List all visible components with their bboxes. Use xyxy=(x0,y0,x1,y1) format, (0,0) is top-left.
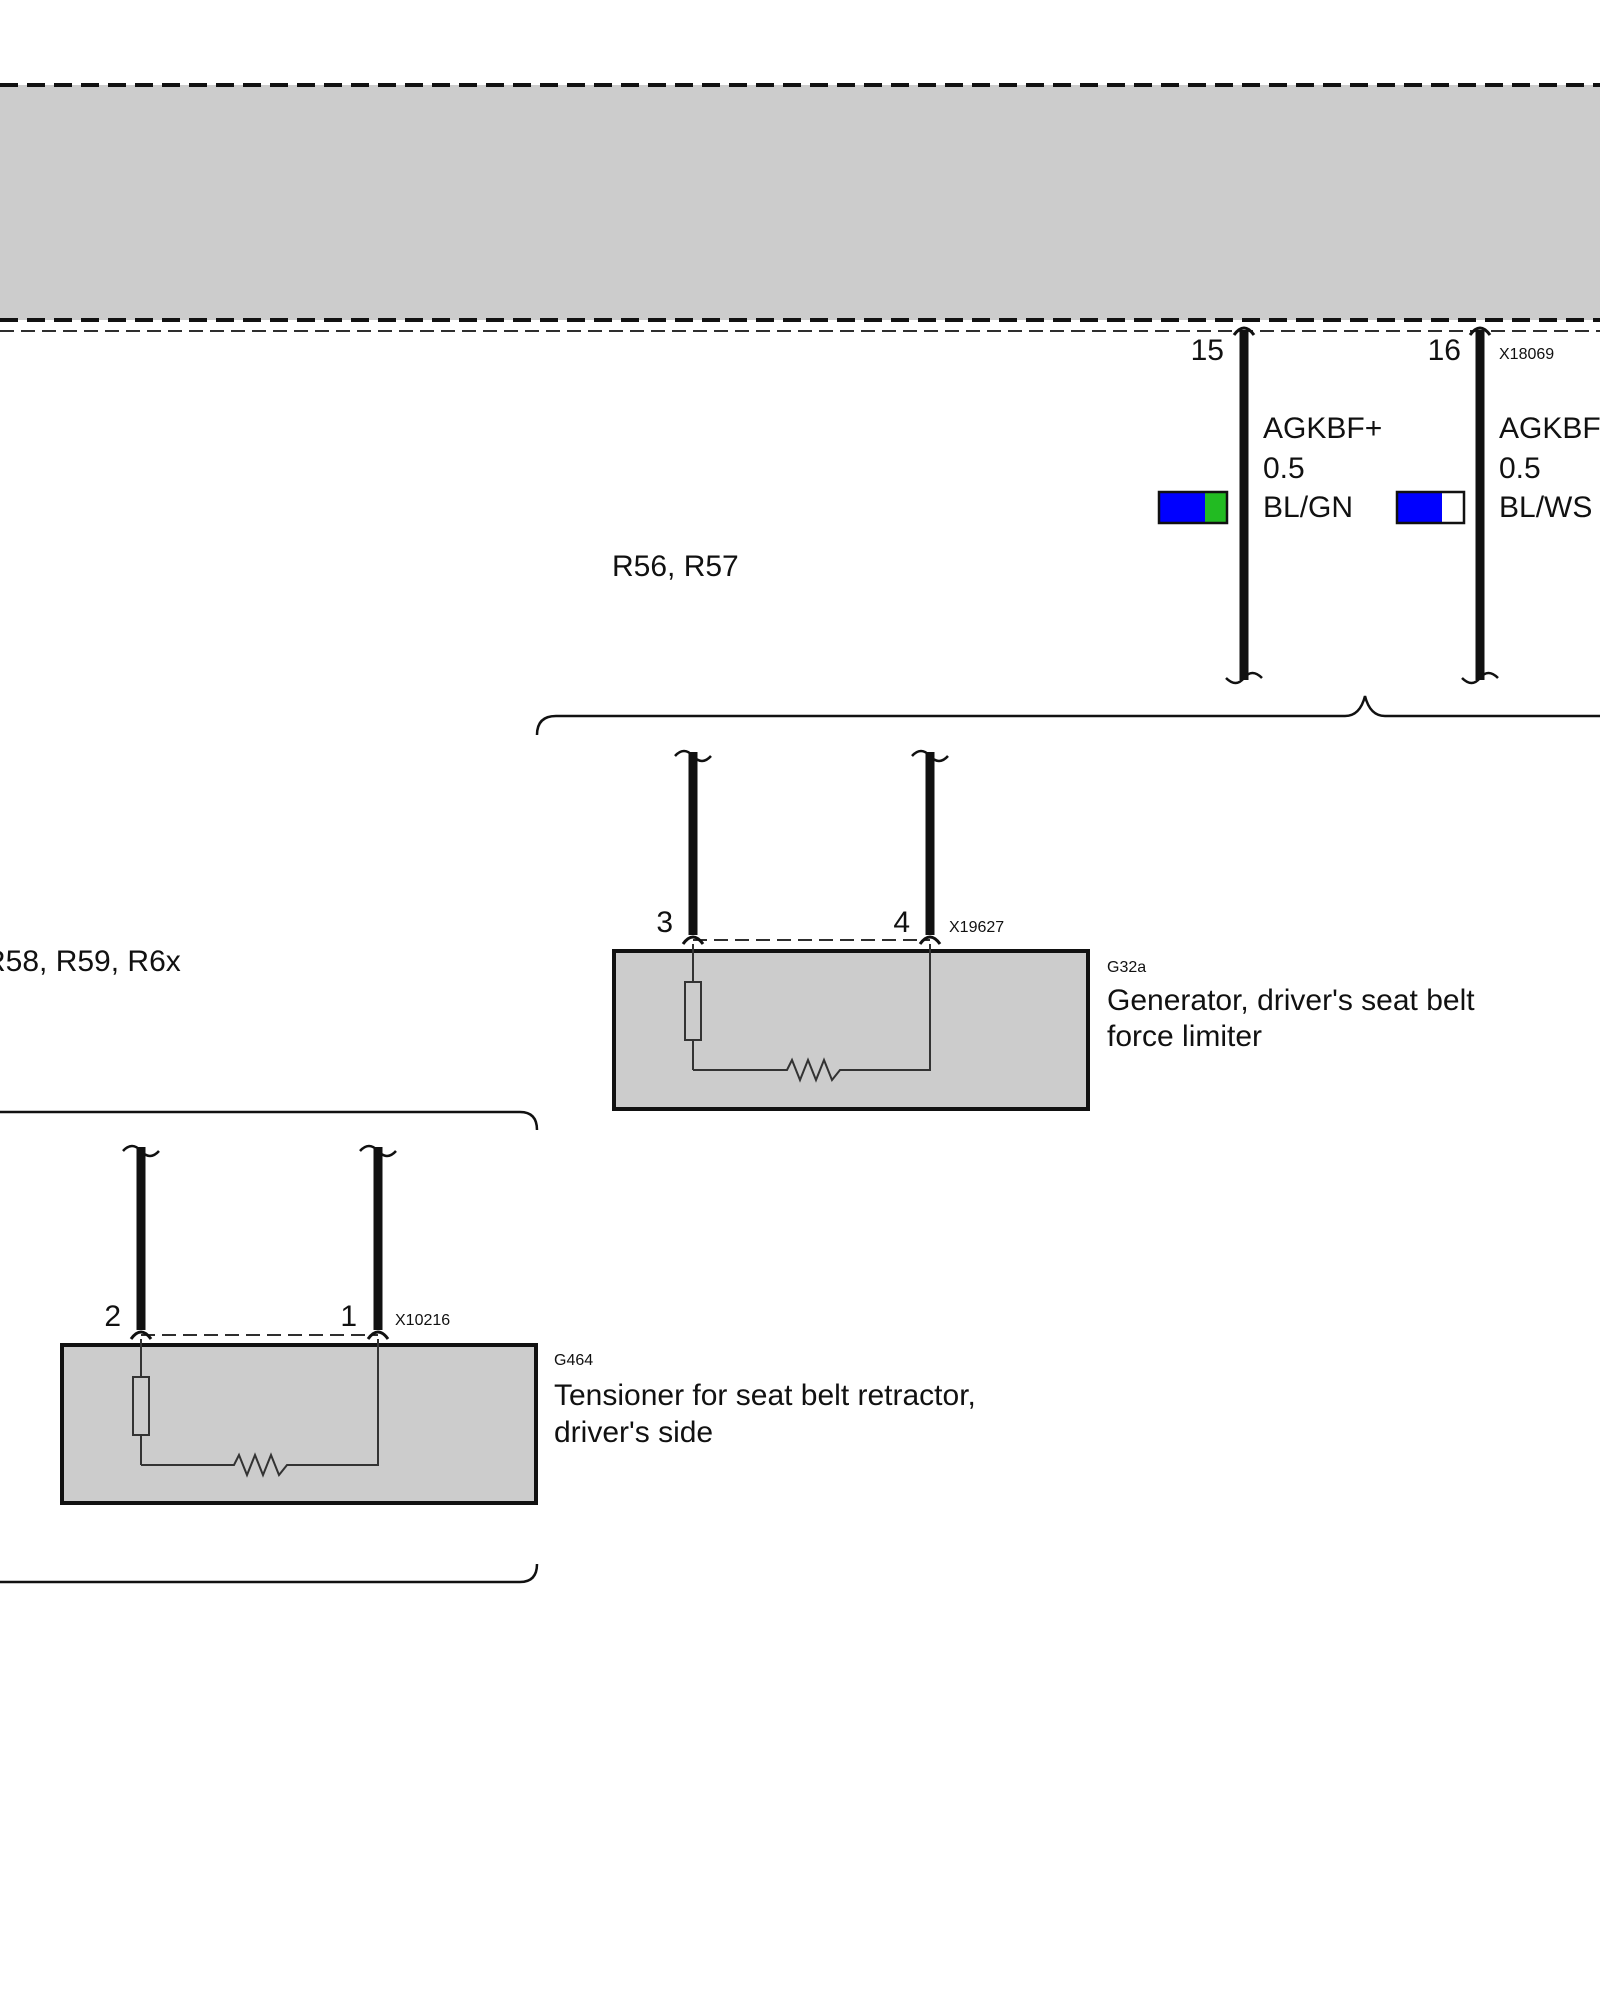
wire-pin-16: 16 X18069 AGKBF 0.5 BL/WS xyxy=(1395,326,1600,685)
resistor-symbol xyxy=(693,944,931,1083)
wire-pin-15: 15 AGKBF+ 0.5 BL/GN xyxy=(1157,326,1382,685)
pin-number: 3 xyxy=(656,906,673,939)
wire-color-label: BL/GN xyxy=(1263,491,1353,524)
wire-pin-2-break xyxy=(122,1144,160,1158)
component-description-line: Generator, driver's seat belt xyxy=(1107,984,1475,1017)
wire-color-label: BL/WS xyxy=(1499,491,1592,524)
pin-15-contact xyxy=(1232,326,1256,336)
component-description-line: force limiter xyxy=(1107,1020,1262,1053)
wire-color-swatch-bl-ws xyxy=(1395,490,1466,525)
squib-symbol xyxy=(132,1339,379,1478)
connector-id: X10216 xyxy=(395,1312,450,1329)
connector-id: X18069 xyxy=(1499,346,1554,363)
wire-pin-4-break xyxy=(911,749,949,763)
pin-3-contact xyxy=(681,935,705,945)
control-unit-body xyxy=(0,85,1600,320)
wire-15-break xyxy=(1225,671,1263,685)
squib-element xyxy=(684,981,702,1041)
component-description-line: driver's side xyxy=(554,1416,713,1449)
wire-gauge-label: 0.5 xyxy=(1499,452,1541,485)
control-unit xyxy=(0,83,1600,332)
wire-signal-label: AGKBF xyxy=(1499,412,1600,445)
swatch-blue-part xyxy=(1159,492,1205,523)
swatch-outline xyxy=(1395,490,1466,525)
wire-color-swatch-bl-gn xyxy=(1157,490,1229,525)
wire-16-break xyxy=(1461,671,1499,685)
pin-16-contact xyxy=(1468,326,1492,336)
swatch-blue-part xyxy=(1397,492,1442,523)
pin-4-contact xyxy=(918,935,942,945)
swatch-outline xyxy=(1157,490,1229,525)
connector-id: X19627 xyxy=(949,919,1004,936)
variant-label: R56, R57 xyxy=(612,550,739,583)
wire-pin-3-break xyxy=(674,749,712,763)
pin-1-contact xyxy=(366,1330,390,1340)
variant-brace-r56-r57 xyxy=(535,695,1600,736)
pin-number: 15 xyxy=(1191,334,1224,367)
variant-bracket-top xyxy=(0,1110,539,1131)
wire-signal-label: AGKBF+ xyxy=(1263,412,1382,445)
squib-symbol xyxy=(684,944,931,1083)
pin-2-contact xyxy=(129,1330,153,1340)
wire-gauge-label: 0.5 xyxy=(1263,452,1305,485)
component-id: G464 xyxy=(554,1352,593,1369)
pin-number: 16 xyxy=(1428,334,1461,367)
variant-bracket-bottom xyxy=(0,1563,539,1584)
component-description-line: Tensioner for seat belt retractor, xyxy=(554,1379,976,1412)
swatch-green-part xyxy=(1205,492,1227,523)
component-g464: 2 1 X10216 G464 Tensioner for seat belt … xyxy=(60,1144,976,1505)
component-g32a: 3 4 X19627 G32a Generator, driver's seat… xyxy=(612,749,1475,1111)
component-id: G32a xyxy=(1107,959,1146,976)
variant-label: R58, R59, R6x xyxy=(0,945,181,978)
swatch-white-part xyxy=(1442,492,1464,523)
pin-number: 2 xyxy=(104,1300,121,1333)
wire-pin-1-break xyxy=(359,1144,397,1158)
pin-number: 1 xyxy=(340,1300,357,1333)
resistor-symbol xyxy=(141,1339,379,1478)
squib-element xyxy=(132,1376,150,1436)
pin-number: 4 xyxy=(893,906,910,939)
